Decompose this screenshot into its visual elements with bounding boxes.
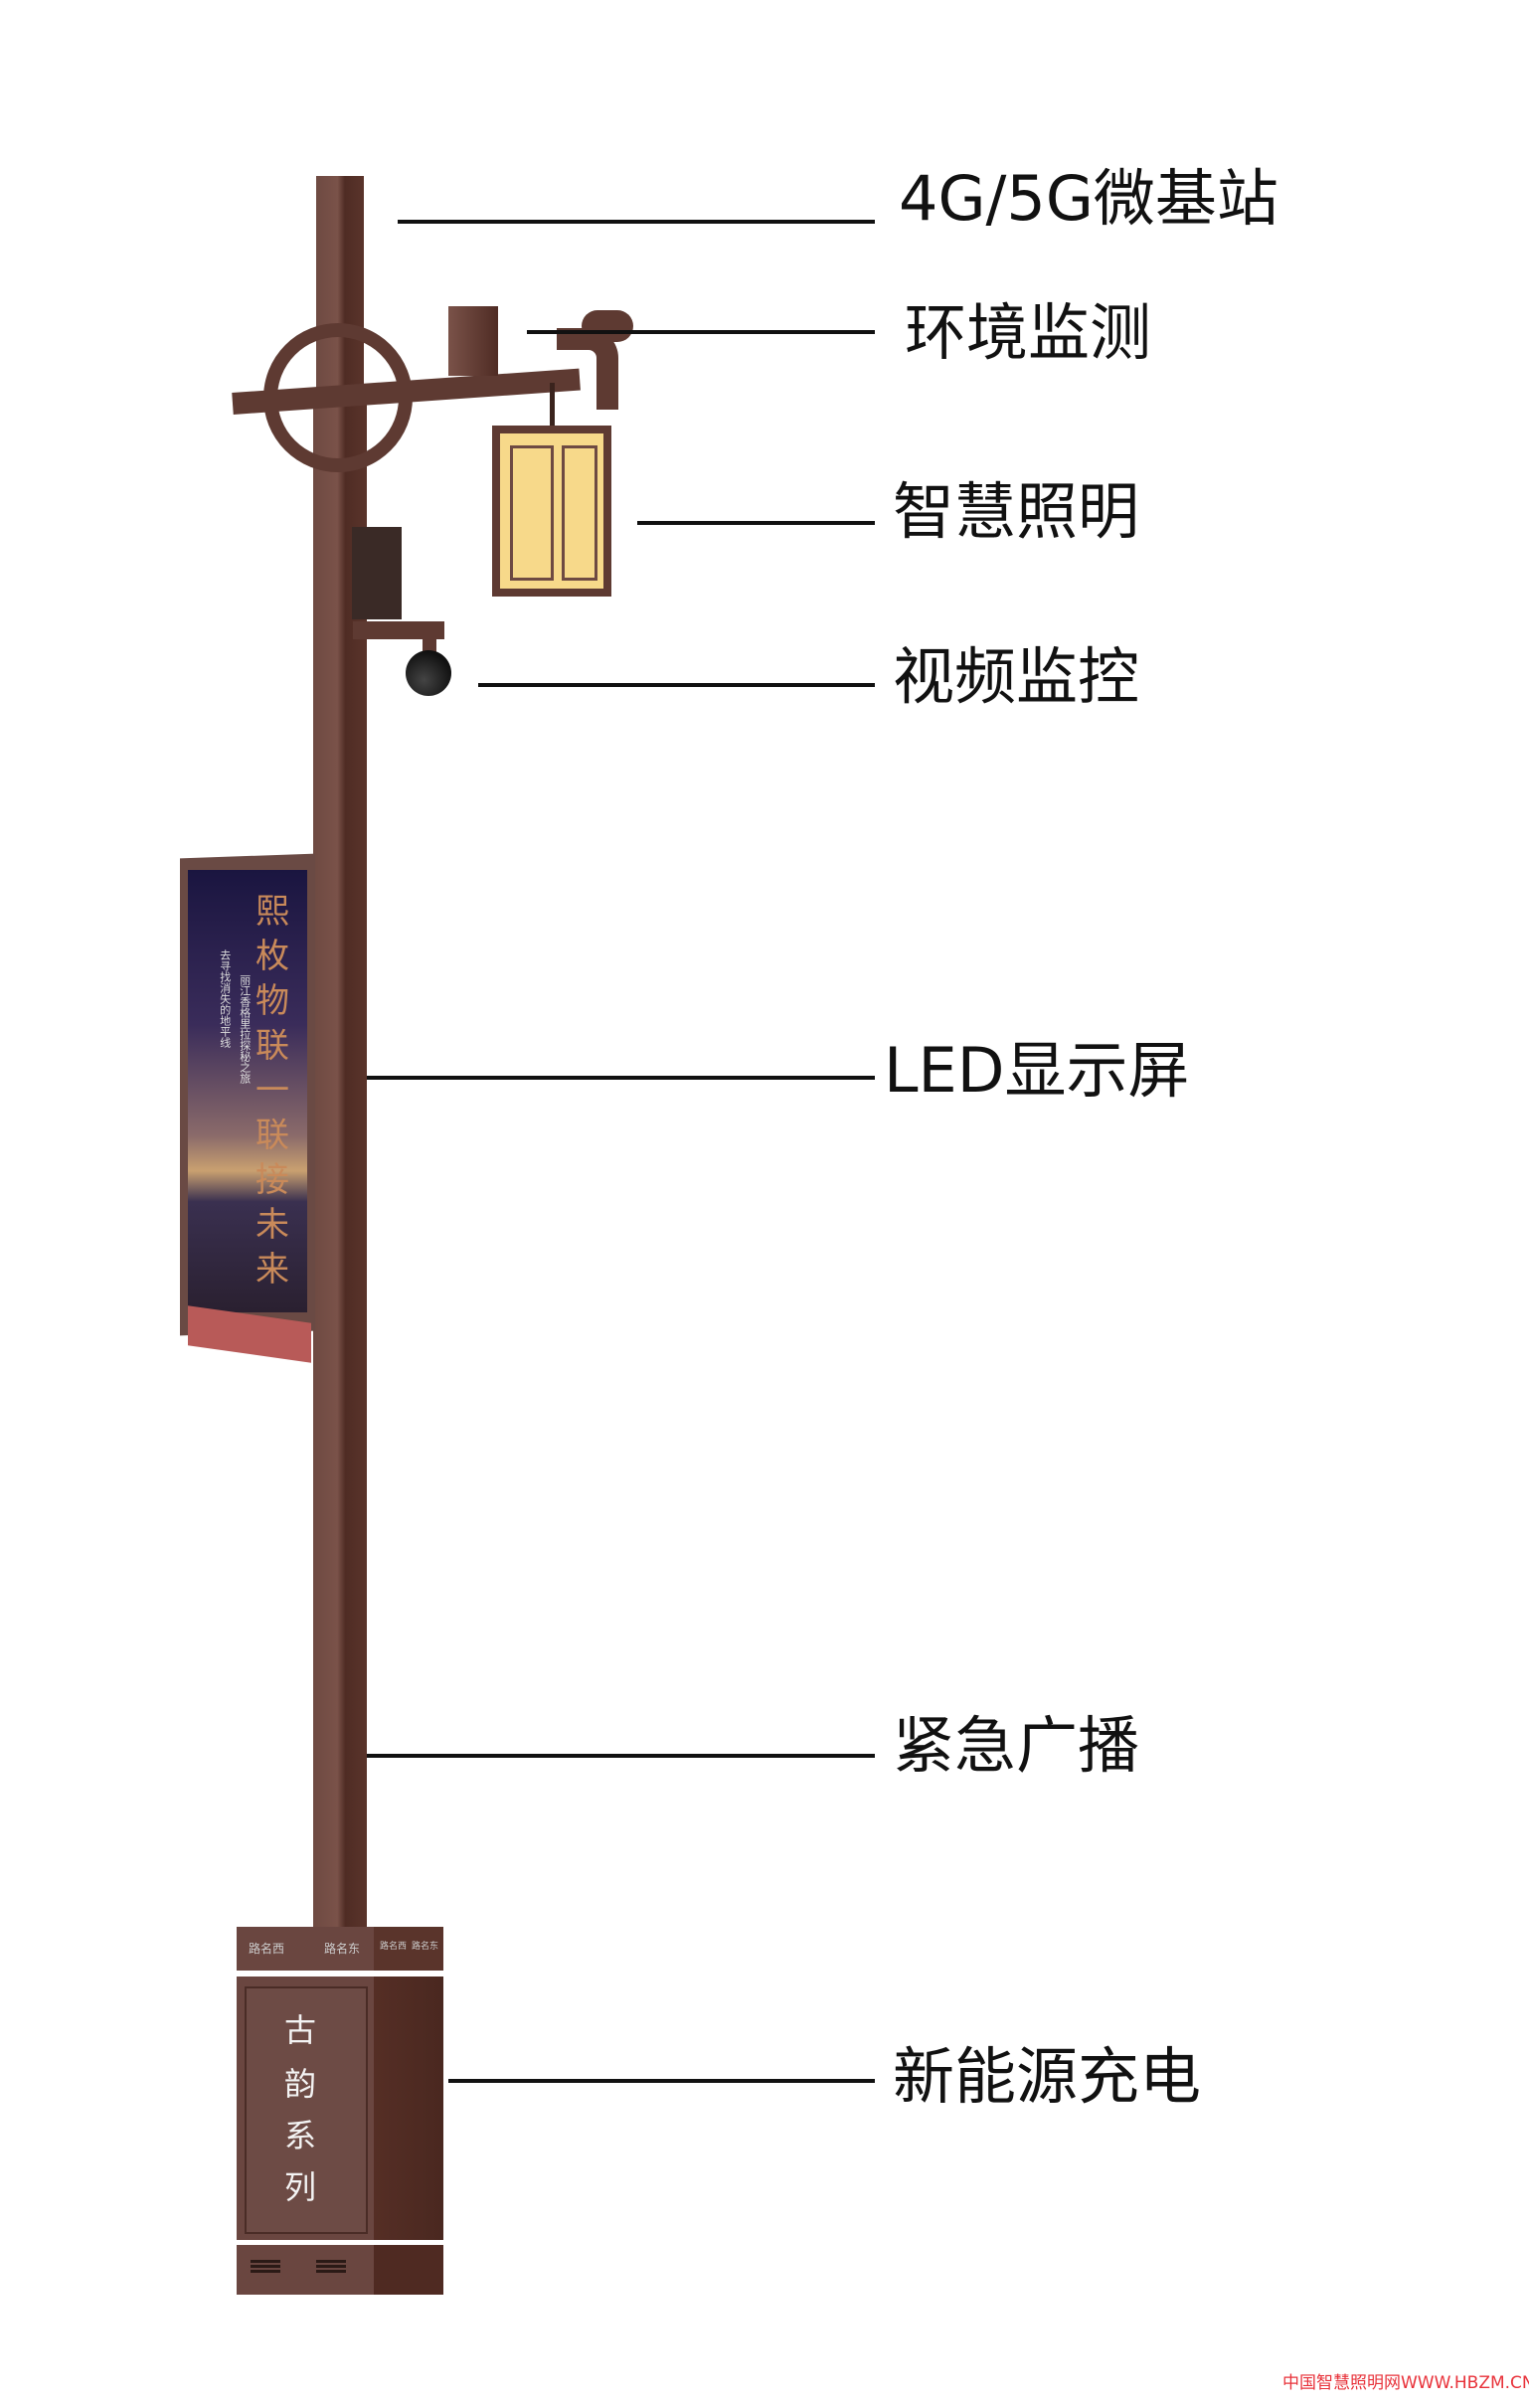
watermark: 中国智慧照明网WWW.HBZM.CN xyxy=(1282,2373,1529,2393)
label-broadcast: 紧急广播 xyxy=(893,1709,1140,1782)
camera-arm xyxy=(353,621,444,639)
lantern-hanger xyxy=(550,383,555,428)
broadcast-speaker-box xyxy=(352,527,402,619)
label-base-station: 4G/5G微基站 xyxy=(899,162,1278,235)
led-headline-char: 联 xyxy=(255,1116,289,1155)
camera-dome-icon xyxy=(406,650,451,696)
led-headline-char: 联 xyxy=(255,1026,289,1066)
label-video: 视频监控 xyxy=(893,640,1140,713)
led-subtitle-1: 去寻找消失的地平线 xyxy=(218,949,232,1048)
vent xyxy=(316,2260,346,2263)
leader-line-video xyxy=(478,683,875,687)
base-cabinet: 路名西 路名东 路名西 路名东 古 韵 系 列 xyxy=(237,1927,443,2295)
leader-line-base-station xyxy=(398,220,875,224)
led-headline-char: 接 xyxy=(255,1160,289,1200)
road-sign-east-side: 路名东 xyxy=(412,1942,439,1952)
environment-sensor-box xyxy=(448,306,498,376)
road-sign-east: 路名东 xyxy=(324,1942,361,1956)
led-headline-char: 未 xyxy=(255,1205,289,1245)
pole-main xyxy=(313,398,367,1934)
leader-line-broadcast xyxy=(367,1754,875,1758)
label-environment: 环境监测 xyxy=(905,296,1152,369)
road-sign-west-side: 路名西 xyxy=(380,1942,408,1952)
leader-line-environment xyxy=(527,330,875,334)
led-headline-char: 一 xyxy=(255,1071,289,1111)
base-series-char: 韵 xyxy=(284,2065,317,2103)
label-led: LED显示屏 xyxy=(884,1034,1190,1107)
lantern-light xyxy=(492,426,611,597)
leader-line-charging xyxy=(448,2079,875,2083)
label-charging: 新能源充电 xyxy=(893,2040,1202,2113)
leader-line-lighting xyxy=(637,521,875,525)
led-headline-char: 熙 xyxy=(255,892,289,932)
led-screen: 去寻找消失的地平线 丽江香格里拉探秘之旅 熙 枚 物 联 一 联 接 未 来 xyxy=(188,870,307,1312)
led-subtitle-2: 丽江香格里拉探秘之旅 xyxy=(238,974,252,1084)
base-series-char: 列 xyxy=(284,2168,317,2206)
led-headline-char: 物 xyxy=(255,981,289,1021)
led-headline-char: 枚 xyxy=(255,937,289,976)
vent xyxy=(251,2260,280,2263)
base-series-char: 古 xyxy=(284,2011,317,2049)
road-sign-west: 路名西 xyxy=(249,1942,285,1956)
crossarm-cap xyxy=(582,310,633,342)
led-headline-char: 来 xyxy=(255,1250,289,1290)
leader-line-led xyxy=(367,1076,875,1080)
label-lighting: 智慧照明 xyxy=(893,475,1140,548)
base-series-char: 系 xyxy=(284,2117,317,2154)
